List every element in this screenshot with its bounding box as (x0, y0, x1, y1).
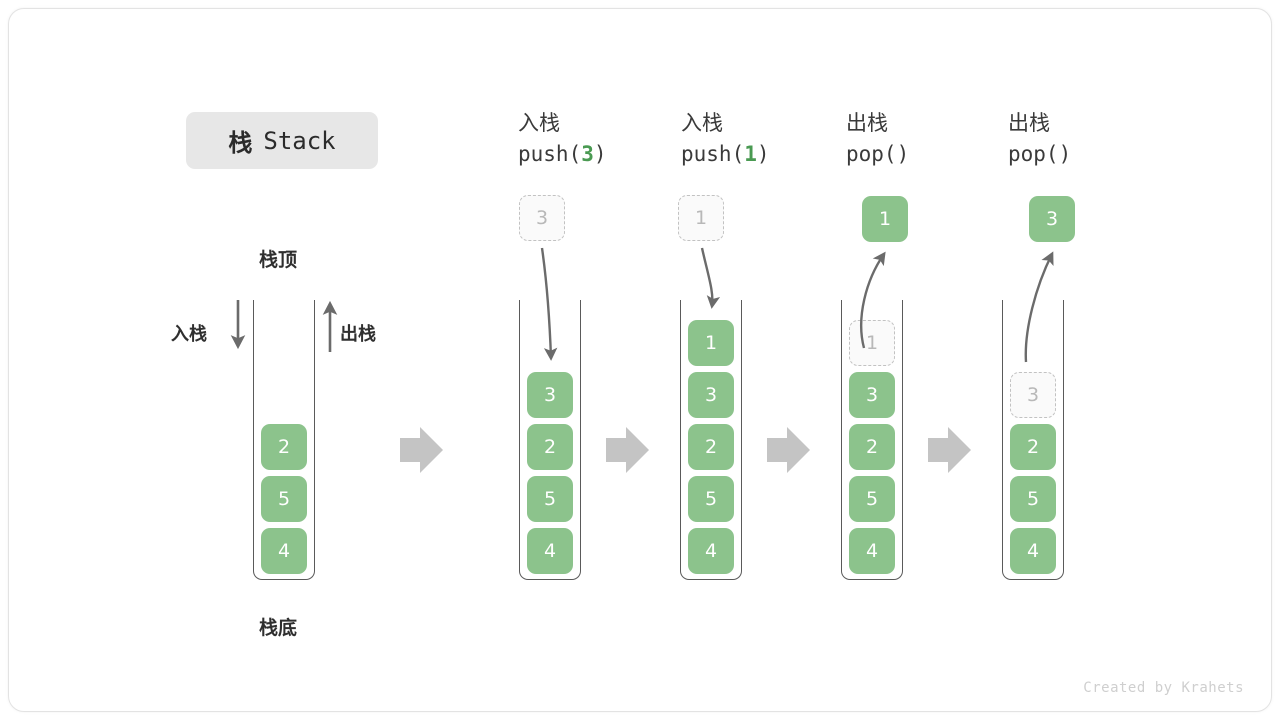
header-code-prefix: pop( (846, 142, 897, 166)
header-code-suffix: ) (756, 142, 770, 166)
title-cn: 栈 (228, 129, 254, 157)
stack-cell: 1 (688, 320, 734, 366)
header-code-arg: 1 (744, 142, 757, 166)
stack-container-push-1 (680, 300, 742, 580)
header-code-push-3: push(3) (518, 138, 688, 170)
stack-cell: 4 (849, 528, 895, 574)
header-code-prefix: push( (681, 142, 745, 166)
stack-cell: 4 (1010, 528, 1056, 574)
title-en: Stack (263, 126, 336, 155)
stack-cell: 3 (849, 372, 895, 418)
stack-cell: 3 (527, 372, 573, 418)
stack-cell: 2 (1010, 424, 1056, 470)
popped-cell: 1 (862, 196, 908, 242)
column-header-pop-3: 出栈 pop() (1008, 108, 1178, 170)
popped-cell: 3 (1029, 196, 1075, 242)
header-cn-pop-3: 出栈 (1008, 111, 1050, 135)
incoming-cell-ghost: 1 (678, 195, 724, 241)
header-code-suffix: ) (896, 142, 910, 166)
stack-cell: 2 (261, 424, 307, 470)
header-code-arg: 3 (581, 142, 594, 166)
stack-cell: 2 (527, 424, 573, 470)
stack-cell: 4 (688, 528, 734, 574)
stack-cell: 5 (261, 476, 307, 522)
stack-cell: 5 (1010, 476, 1056, 522)
stack-cell: 2 (688, 424, 734, 470)
header-code-suffix: ) (1058, 142, 1072, 166)
header-cn-push-1: 入栈 (681, 111, 723, 135)
column-header-push-1: 入栈 push(1) (681, 108, 851, 170)
label-push-direction: 入栈 (171, 324, 207, 345)
column-header-push-3: 入栈 push(3) (518, 108, 688, 170)
label-stack-bottom: 栈底 (259, 617, 298, 639)
stack-cell-ghost: 3 (1010, 372, 1056, 418)
header-cn-push-3: 入栈 (518, 111, 560, 135)
stack-container-pop-1 (841, 300, 903, 580)
stack-container-push-3 (519, 300, 581, 580)
header-cn-pop-1: 出栈 (846, 111, 888, 135)
watermark: Created by Krahets (1083, 680, 1244, 696)
label-stack-top: 栈顶 (259, 249, 298, 271)
stack-cell-ghost: 1 (849, 320, 895, 366)
stack-cell: 4 (527, 528, 573, 574)
header-code-prefix: pop( (1008, 142, 1059, 166)
label-pop-direction: 出栈 (340, 324, 376, 345)
header-code-suffix: ) (593, 142, 607, 166)
stack-cell: 2 (849, 424, 895, 470)
stack-cell: 5 (849, 476, 895, 522)
column-header-pop-1: 出栈 pop() (846, 108, 1016, 170)
header-code-push-1: push(1) (681, 138, 851, 170)
stack-cell: 5 (688, 476, 734, 522)
stack-cell: 4 (261, 528, 307, 574)
incoming-cell-ghost: 3 (519, 195, 565, 241)
header-code-pop-3: pop() (1008, 138, 1178, 170)
stack-cell: 5 (527, 476, 573, 522)
stack-container-pop-3 (1002, 300, 1064, 580)
header-code-prefix: push( (518, 142, 582, 166)
header-code-pop-1: pop() (846, 138, 1016, 170)
diagram-title: 栈 Stack (186, 112, 378, 169)
stack-cell: 3 (688, 372, 734, 418)
stack-container-initial (253, 300, 315, 580)
